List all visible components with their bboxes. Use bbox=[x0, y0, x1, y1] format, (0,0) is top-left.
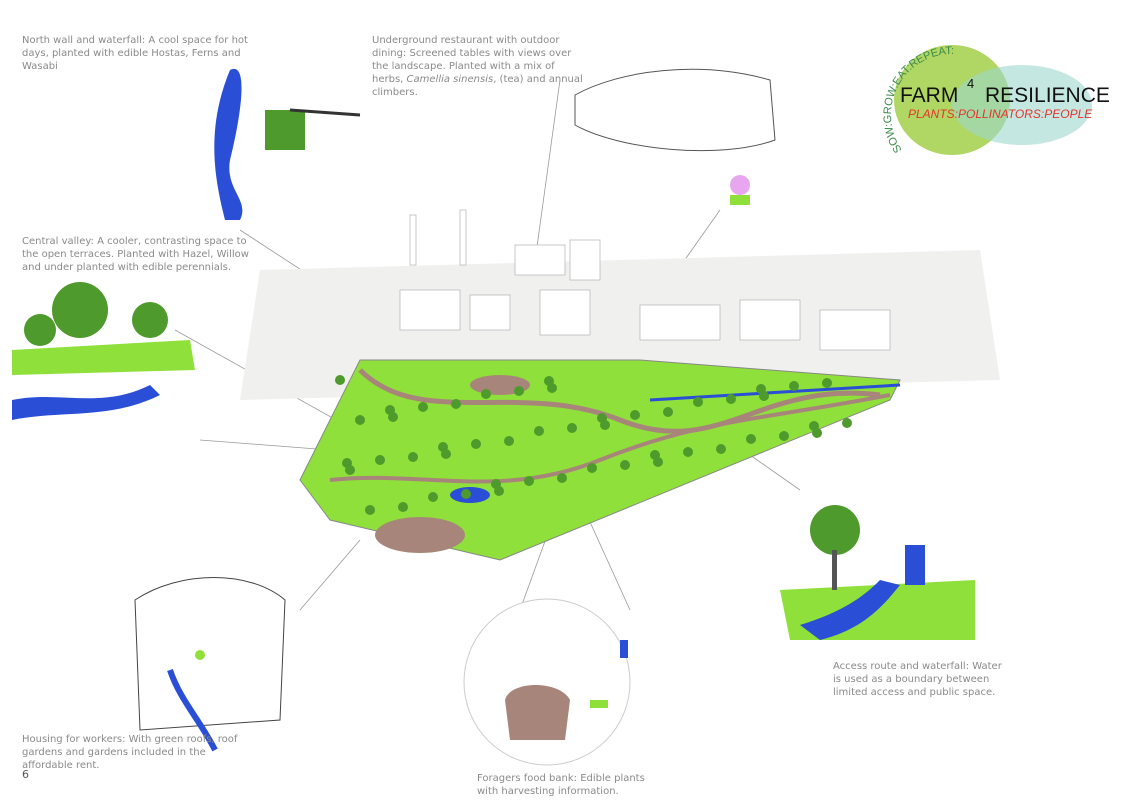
caption-access: Access route and waterfall: Water is use… bbox=[833, 661, 1002, 698]
tree bbox=[789, 381, 799, 391]
caption-central-valley: Central valley: A cooler, contrasting sp… bbox=[22, 236, 249, 273]
tree bbox=[524, 476, 534, 486]
tree bbox=[481, 389, 491, 399]
tree bbox=[683, 447, 693, 457]
tree bbox=[418, 402, 428, 412]
farm4resilience-logo: SOW:GROW:EAT:REPEAT: FARM 4 RESILIENCE P… bbox=[872, 40, 1112, 180]
tree bbox=[822, 378, 832, 388]
tree bbox=[491, 479, 501, 489]
tree bbox=[504, 436, 514, 446]
caption-foragers: Foragers food bank: Edible plants with h… bbox=[477, 773, 645, 797]
tree bbox=[451, 399, 461, 409]
tree bbox=[375, 455, 385, 465]
tree bbox=[597, 413, 607, 423]
tree bbox=[514, 386, 524, 396]
tree bbox=[355, 415, 365, 425]
logo-title-left: FARM bbox=[900, 84, 959, 107]
foragers-sketch bbox=[463, 598, 631, 766]
tree bbox=[630, 410, 640, 420]
page-number: 6 bbox=[22, 768, 29, 781]
caption-restaurant: Underground restaurant with outdoor dini… bbox=[372, 34, 587, 99]
tree bbox=[438, 442, 448, 452]
logo-tagline: PLANTS:POLLINATORS:PEOPLE bbox=[908, 107, 1093, 121]
tree bbox=[335, 375, 345, 385]
park-plan bbox=[299, 359, 901, 561]
tree bbox=[779, 431, 789, 441]
tree bbox=[716, 444, 726, 454]
tree bbox=[567, 423, 577, 433]
caption-north-wall: North wall and waterfall: A cool space f… bbox=[22, 35, 248, 72]
tree bbox=[365, 505, 375, 515]
tree bbox=[809, 421, 819, 431]
tree bbox=[534, 426, 544, 436]
access-route-sketch bbox=[780, 505, 975, 640]
restaurant-sketch bbox=[574, 68, 776, 205]
tree bbox=[746, 434, 756, 444]
tree bbox=[620, 460, 630, 470]
caption-housing: Housing for workers: With green roofs, r… bbox=[22, 734, 238, 771]
tree bbox=[650, 450, 660, 460]
tree bbox=[544, 376, 554, 386]
tree bbox=[842, 418, 852, 428]
tree bbox=[663, 407, 673, 417]
caption-text: Underground restaurant with outdoor dini… bbox=[372, 35, 572, 85]
tree bbox=[461, 489, 471, 499]
tree bbox=[471, 439, 481, 449]
tree bbox=[342, 458, 352, 468]
tree bbox=[756, 384, 766, 394]
north-wall-sketch bbox=[214, 68, 361, 220]
logo-superscript: 4 bbox=[967, 76, 975, 91]
caption-text: , (tea) and annual climbers. bbox=[372, 74, 583, 98]
tree bbox=[428, 492, 438, 502]
central-valley-sketch bbox=[12, 282, 195, 420]
logo-title-right: RESILIENCE bbox=[985, 84, 1110, 107]
tree bbox=[587, 463, 597, 473]
tree bbox=[726, 394, 736, 404]
tree bbox=[693, 397, 703, 407]
tree bbox=[408, 452, 418, 462]
tree bbox=[385, 405, 395, 415]
tree bbox=[557, 473, 567, 483]
housing-sketch bbox=[134, 577, 286, 752]
tree bbox=[398, 502, 408, 512]
caption-italic: Camellia sinensis bbox=[406, 74, 494, 85]
